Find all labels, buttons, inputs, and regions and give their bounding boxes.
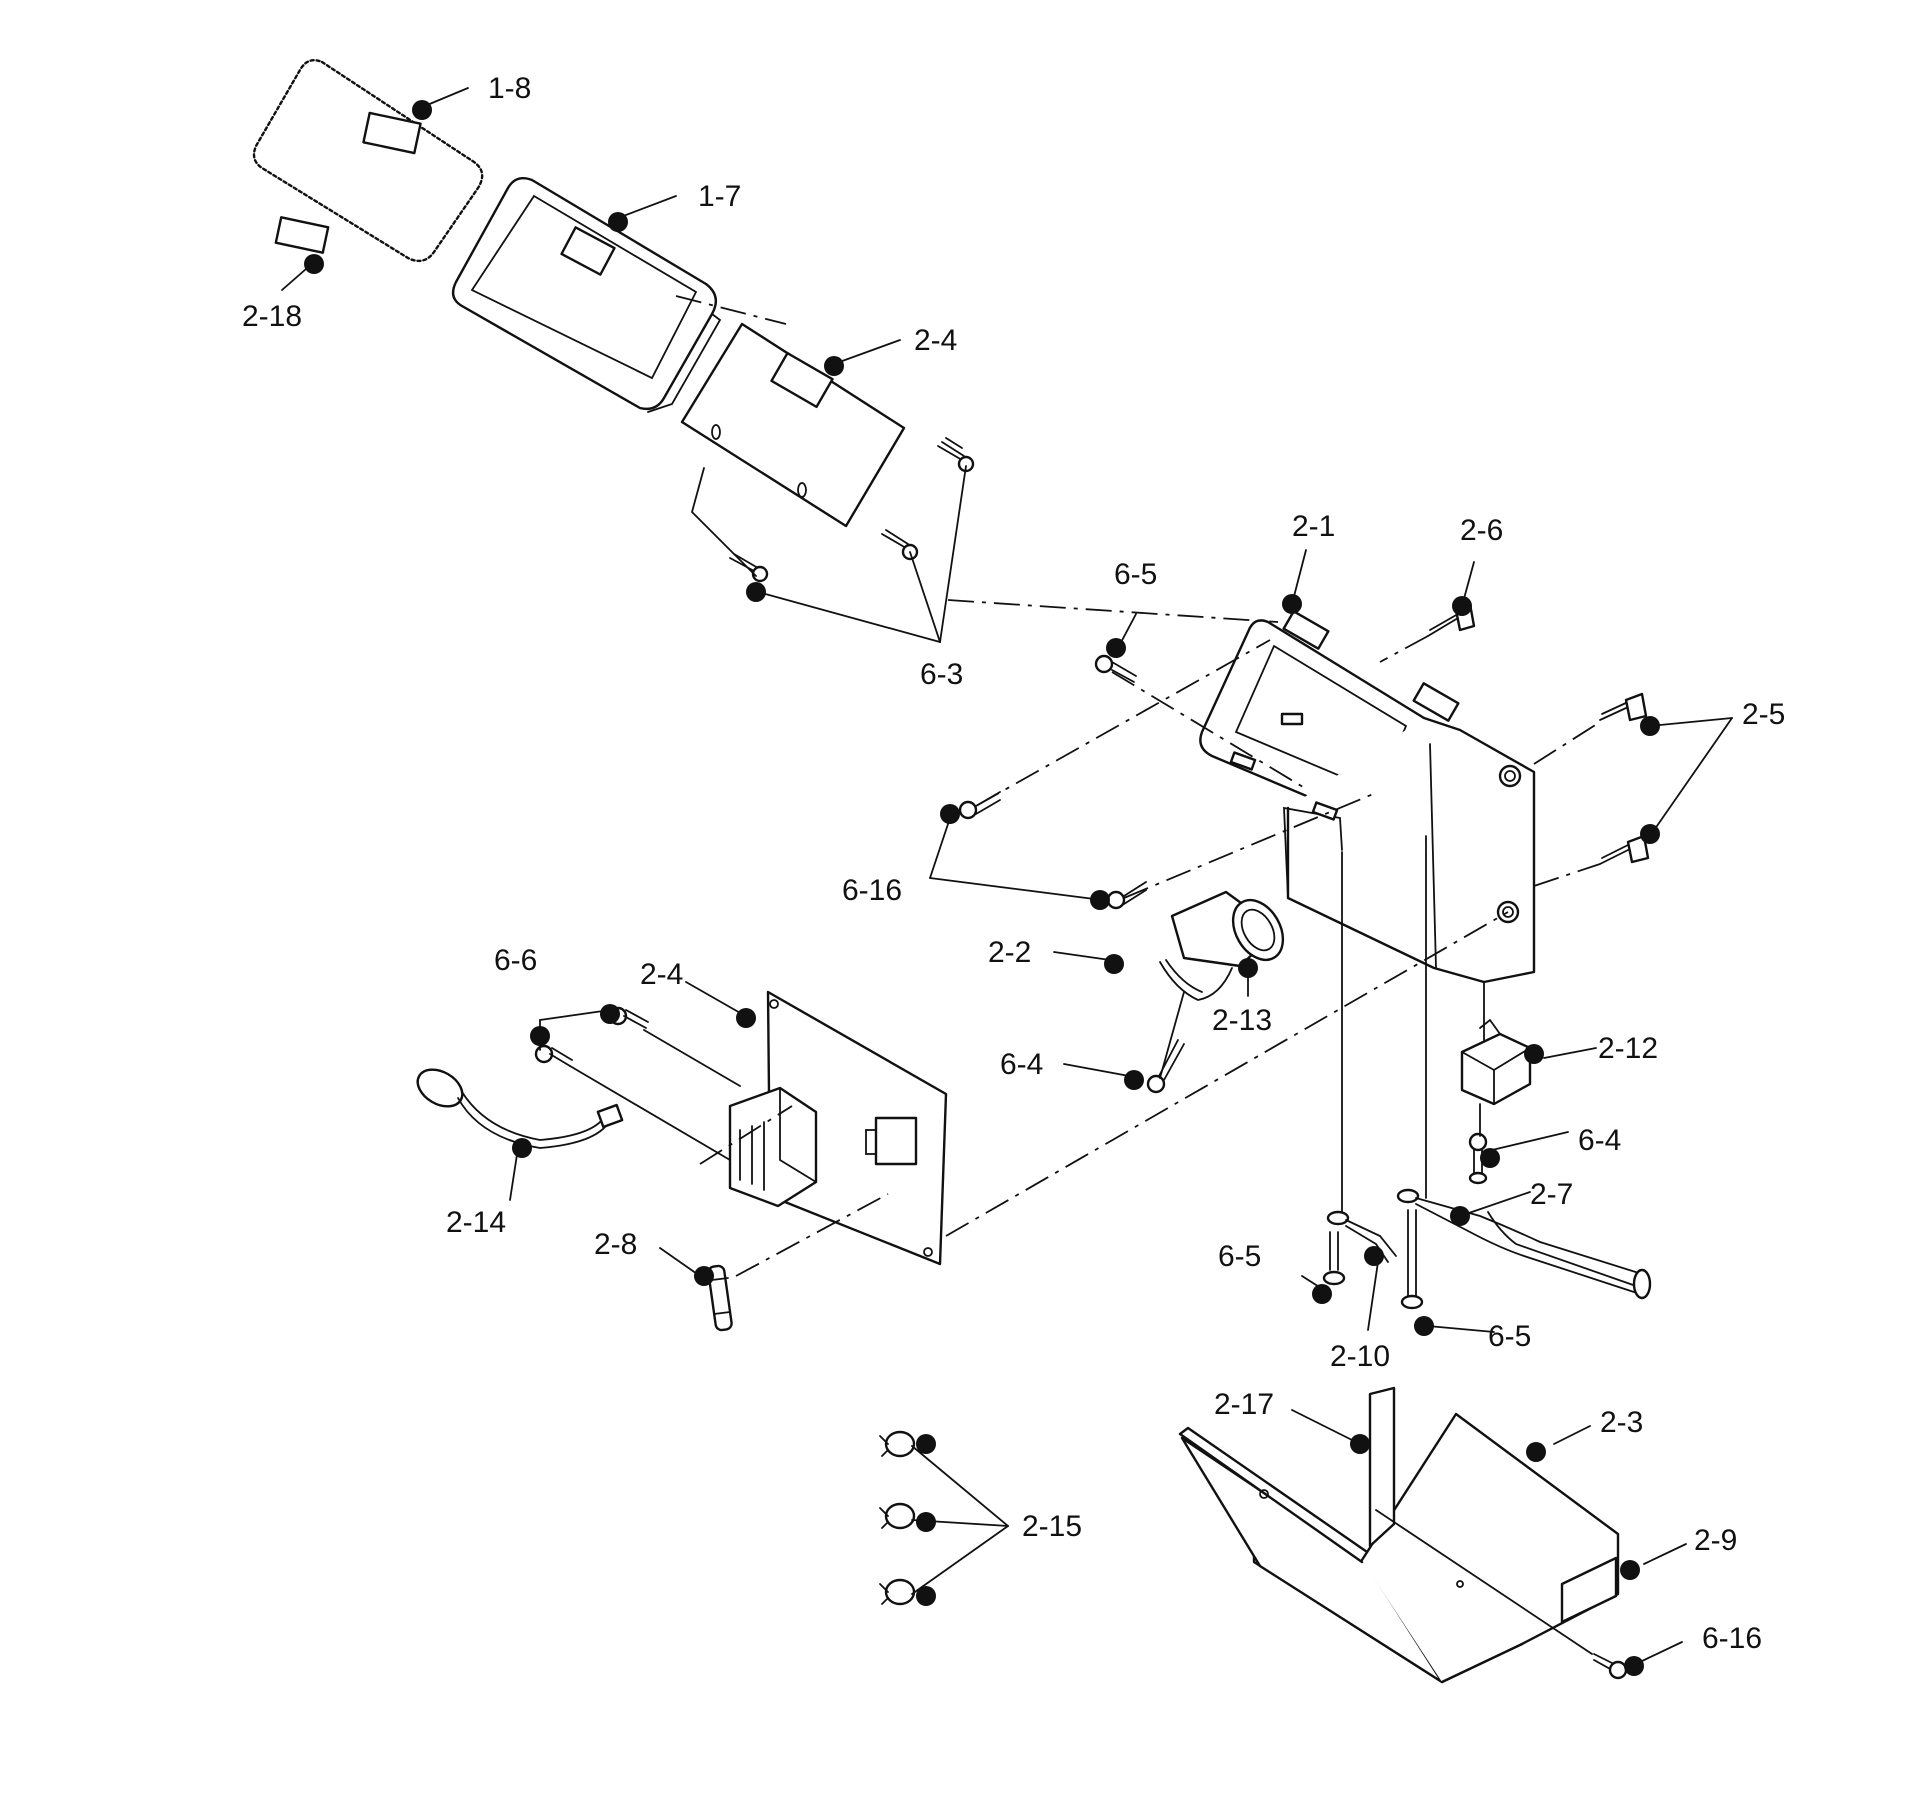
label-2-4-board: 2-4 [640,958,683,991]
part-fuse-2-8 [707,1264,733,1332]
label-2-10: 2-10 [1330,1340,1390,1373]
label-2-15: 2-15 [1022,1510,1082,1543]
label-2-14: 2-14 [446,1206,506,1239]
assembly-lines [675,295,1601,1655]
part-screws-6-16 [958,791,1147,910]
part-ground-wire-2-7 [1396,1188,1652,1300]
label-2-18: 2-18 [242,300,302,333]
label-2-3: 2-3 [1600,1406,1643,1439]
part-screw-6-4-mid [1146,1039,1185,1094]
label-2-7: 2-7 [1530,1178,1573,1211]
label-1-8: 1-8 [488,72,531,105]
part-harness-2-14 [416,1068,624,1149]
part-tray-2-3 [1178,1386,1620,1684]
part-overlay-1-8 [252,59,484,263]
label-2-6: 2-6 [1460,514,1503,547]
part-clips-2-15 [879,1430,916,1606]
label-6-4-mid: 6-4 [1000,1048,1043,1081]
part-screw-6-4-right [1468,1132,1488,1185]
label-6-16-left: 6-16 [842,874,902,907]
part-screws-2-5 [1599,692,1650,865]
label-6-4-right: 6-4 [1578,1124,1621,1157]
part-switch-2-12 [1460,1018,1532,1106]
label-2-17: 2-17 [1214,1388,1274,1421]
part-main-bracket-2-1 [1199,610,1536,984]
part-screw-6-16-bottom [1593,1653,1628,1680]
label-2-1: 2-1 [1292,510,1335,543]
part-screws-6-3 [690,437,975,583]
label-2-4-top: 2-4 [914,324,957,357]
label-6-5-top: 6-5 [1114,558,1157,591]
part-pcb-2-4 [728,990,948,1266]
callout-dots [304,100,1660,1676]
label-2-8: 2-8 [594,1228,637,1261]
label-1-7: 1-7 [698,180,741,213]
label-6-5-right: 6-5 [1488,1320,1531,1353]
part-cover-2-4-top [680,322,906,528]
part-labels: 1-8 1-7 2-18 2-4 6-3 2-1 2-6 6-5 2-5 6-1… [242,72,1785,1655]
label-2-13: 2-13 [1212,1004,1272,1037]
label-2-2: 2-2 [988,936,1031,969]
part-screw-6-5-top [1094,654,1137,683]
label-2-5: 2-5 [1742,698,1785,731]
label-6-5-left: 6-5 [1218,1240,1261,1273]
label-6-3: 6-3 [920,658,963,691]
part-capacitor-2-2 [1159,890,1285,1001]
part-control-panel-1-7 [451,177,722,413]
label-6-6: 6-6 [494,944,537,977]
label-6-16-bottom: 6-16 [1702,1622,1762,1655]
part-screws-6-5-bottom [1322,1209,1424,1310]
label-2-12: 2-12 [1598,1032,1658,1065]
label-2-9: 2-9 [1694,1524,1737,1557]
